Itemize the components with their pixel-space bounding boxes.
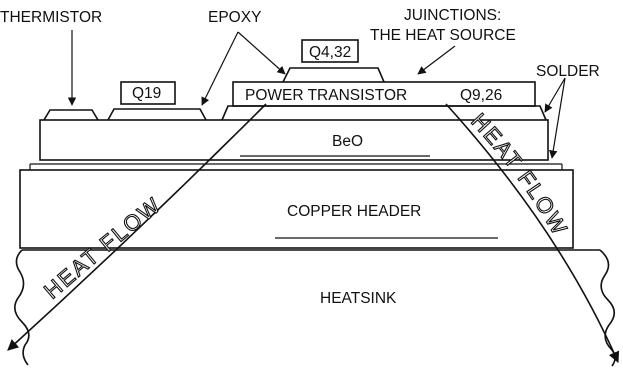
heat-flow-left-arrow [7,103,267,351]
epoxy-arrow-left [201,31,239,106]
q4-label: Q4,32 [309,44,351,61]
power-transistor-label: POWER TRANSISTOR [245,87,407,104]
thermistor-label: THERMISTOR [0,9,102,26]
q19-label: Q19 [132,85,161,102]
solder-label: SOLDER [536,63,600,80]
q19-box [120,81,176,105]
beo-substrate-block [39,119,549,161]
q4-die-bump [282,67,385,83]
power-transistor-die [221,105,547,121]
copper-header-block [19,163,574,249]
solder-arrow-top [544,77,566,113]
q9-label: Q9,26 [460,87,502,104]
beo-label: BeO [332,133,363,150]
junctions-label: JUINCTIONS: [404,7,501,24]
q19-die [107,108,207,121]
heat-source-label: THE HEAT SOURCE [370,27,516,44]
epoxy-arrow-right [237,31,286,75]
epoxy-label: EPOXY [208,9,261,26]
heatsink-label: HEATSINK [320,290,397,307]
heat-flow-right-arrow [445,103,620,364]
junctions-arrow [417,45,456,75]
solder-arrow-bottom [549,77,566,159]
copper-header-label: COPPER HEADER [287,203,421,220]
q4-box [301,39,359,63]
thermistor-body [43,109,99,121]
